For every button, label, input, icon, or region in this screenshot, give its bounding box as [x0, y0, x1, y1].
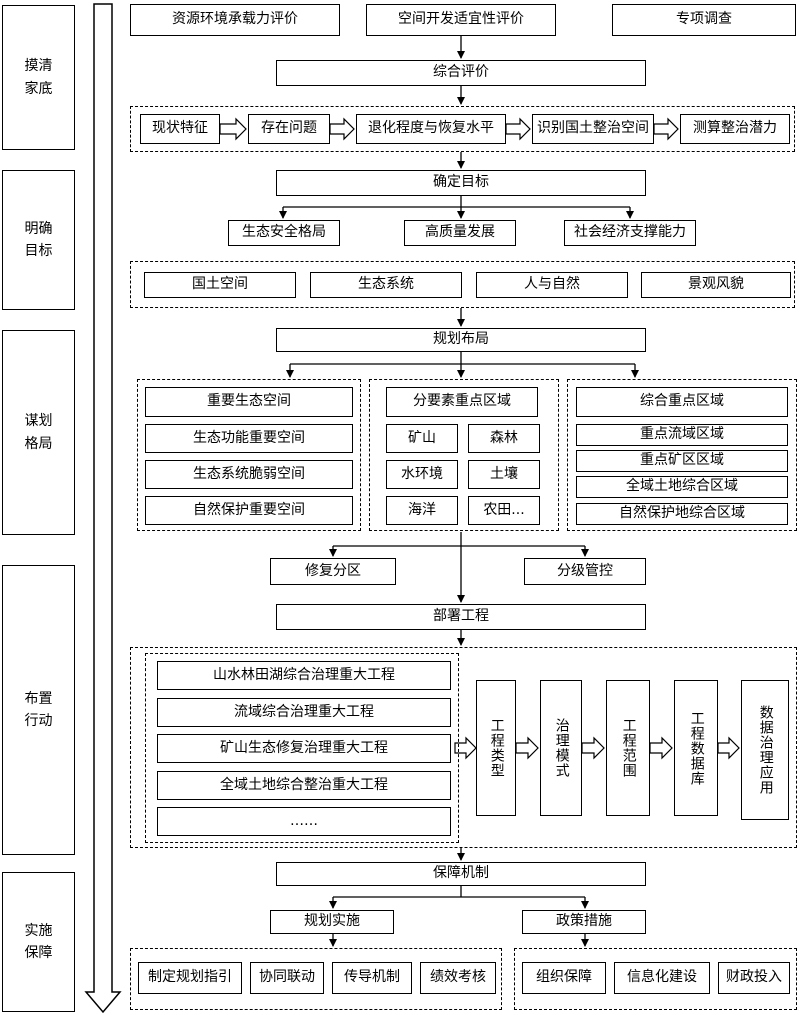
chain-arrow	[329, 117, 355, 141]
informatization: 信息化建设	[614, 962, 710, 994]
step-arrow	[515, 736, 539, 760]
element-soil: 土壤	[468, 460, 540, 489]
project-mine-restoration: 矿山生态修复治理重大工程	[157, 734, 451, 763]
element-farmland: 农田...	[468, 496, 540, 525]
space-eco-function: 生态功能重要空间	[145, 424, 353, 453]
implementation-group	[130, 948, 502, 1010]
chain-identify-space: 识别国土整治空间	[532, 114, 654, 144]
action-group	[130, 647, 797, 848]
step-arrow	[717, 736, 740, 760]
space-eco-fragile: 生态系统脆弱空间	[145, 460, 353, 489]
phase-label: 谋划 格局	[24, 413, 53, 452]
project-mountains-rivers: 山水林田湖综合治理重大工程	[157, 661, 451, 690]
layout-middle-group	[369, 379, 559, 531]
chain-problems: 存在问题	[248, 114, 330, 144]
aspect-ecosystem: 生态系统	[310, 272, 462, 298]
aspect-human-nature: 人与自然	[476, 272, 628, 298]
special-survey: 专项调查	[612, 4, 796, 36]
timeline-arrow	[84, 3, 122, 1014]
phase-goals: 明确 目标	[2, 170, 75, 310]
chain-arrow	[219, 117, 247, 141]
step-arrow	[454, 736, 477, 760]
phase-action: 布置 行动	[2, 565, 75, 855]
aspect-landscape: 景观风貌	[641, 272, 791, 298]
goal-ecological-security: 生态安全格局	[228, 220, 340, 246]
element-ocean: 海洋	[386, 496, 458, 525]
space-important-eco: 重要生态空间	[145, 387, 353, 417]
area-nature-reserve: 自然保护地综合区域	[576, 503, 788, 525]
element-forest: 森林	[468, 424, 540, 453]
phase-label: 摸清 家底	[24, 58, 53, 97]
step-project-scope: 工程范围	[606, 680, 650, 816]
element-mine: 矿山	[386, 424, 458, 453]
goal-socioeconomic: 社会经济支撑能力	[564, 220, 696, 246]
policy-group	[514, 948, 797, 1010]
transmission-mechanism: 传导机制	[332, 962, 412, 994]
eval-carrying-capacity: 资源环境承载力评价	[130, 4, 340, 36]
performance-assessment: 绩效考核	[420, 962, 496, 994]
policy-measures: 政策措施	[522, 910, 646, 934]
plan-guidance: 制定规划指引	[138, 962, 242, 994]
phase-label: 布置 行动	[24, 690, 53, 729]
chain-arrow	[653, 117, 679, 141]
area-watershed: 重点流域区域	[576, 424, 788, 446]
comprehensive-evaluation: 综合评价	[276, 60, 646, 86]
phase-guarantee: 实施 保障	[2, 872, 75, 1012]
goal-aspects-group	[130, 261, 795, 308]
step-governance-mode: 治理模式	[540, 680, 582, 816]
planning-layout: 规划布局	[276, 328, 646, 352]
project-watershed: 流域综合治理重大工程	[157, 698, 451, 727]
step-arrow	[649, 736, 673, 760]
step-arrow	[581, 736, 605, 760]
project-more: ……	[157, 807, 451, 836]
fiscal-investment: 财政投入	[718, 962, 790, 994]
graded-control: 分级管控	[524, 558, 646, 585]
project-land-consolidation: 全域土地综合整治重大工程	[157, 771, 451, 800]
plan-implementation: 规划实施	[270, 910, 394, 934]
element-key-areas: 分要素重点区域	[386, 387, 538, 417]
deploy-projects: 部署工程	[276, 604, 646, 630]
phase-layout: 谋划 格局	[2, 330, 75, 535]
goal-high-quality: 高质量发展	[404, 220, 516, 246]
restoration-zoning: 修复分区	[270, 558, 396, 585]
layout-right-group	[567, 379, 797, 531]
element-water: 水环境	[386, 460, 458, 489]
organization-guarantee: 组织保障	[522, 962, 606, 994]
chain-potential: 测算整治潜力	[680, 114, 790, 144]
area-mining: 重点矿区区域	[576, 450, 788, 472]
projects-group	[145, 653, 459, 843]
space-nature-protection: 自然保护重要空间	[145, 496, 353, 525]
step-project-database: 工程数据库	[674, 680, 718, 816]
determine-goals: 确定目标	[276, 170, 646, 196]
layout-left-group	[137, 379, 361, 531]
coordination: 协同联动	[250, 962, 324, 994]
guarantee-mechanism: 保障机制	[276, 862, 646, 886]
aspect-territorial-space: 国土空间	[144, 272, 296, 298]
chain-arrow	[505, 117, 531, 141]
phase-survey: 摸清 家底	[2, 5, 75, 150]
comprehensive-key-areas: 综合重点区域	[576, 387, 788, 417]
chain-degradation: 退化程度与恢复水平	[356, 114, 506, 144]
step-project-type: 工程类型	[476, 680, 516, 816]
area-land-comprehensive: 全域土地综合区域	[576, 476, 788, 498]
survey-chain-group	[130, 106, 795, 152]
chain-current-features: 现状特征	[140, 114, 220, 144]
phase-label: 明确 目标	[24, 220, 53, 259]
phase-label: 实施 保障	[24, 922, 53, 961]
step-data-application: 数据治理应用	[741, 680, 789, 820]
eval-development-suitability: 空间开发适宜性评价	[366, 4, 556, 36]
